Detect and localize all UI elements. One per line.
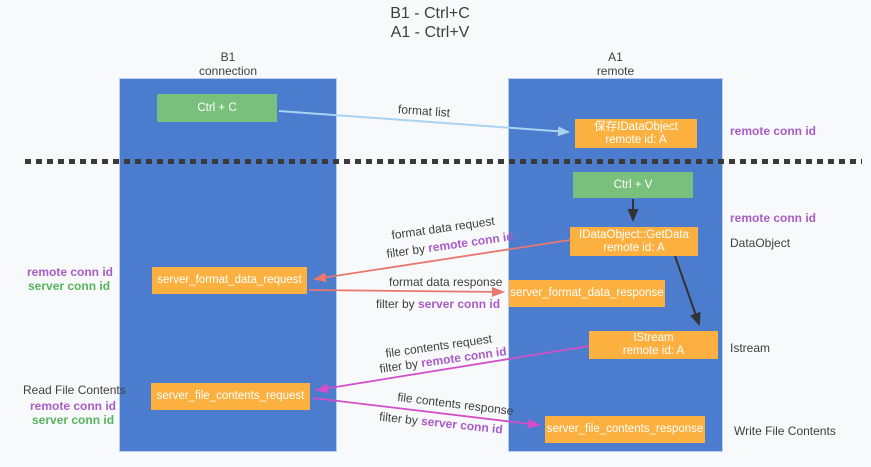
node-server-file-contents-request: server_file_contents_request <box>151 383 310 410</box>
node-server-file-contents-response-label: server_file_contents_response <box>546 423 704 435</box>
left-column-role: connection <box>198 64 258 78</box>
node-save-dataobject-line2: remote id: A <box>605 133 667 146</box>
label-format-data-response: format data response <box>389 275 503 289</box>
left-remote-conn-id-bottom: remote conn id <box>30 399 117 413</box>
title-line-1: B1 - Ctrl+C <box>390 5 470 22</box>
left-server-conn-id-bottom: server conn id <box>32 413 115 427</box>
node-idataobject-getdata-line1: IDataObject::GetData <box>579 228 689 241</box>
title-line-2: A1 - Ctrl+V <box>390 24 470 41</box>
node-idataobject-getdata: IDataObject::GetData remote id: A <box>570 227 698 256</box>
node-save-dataobject: 保存IDataObject remote id: A <box>575 119 697 148</box>
node-server-format-data-request: server_format_data_request <box>152 267 307 294</box>
right-write-file-contents: Write File Contents <box>734 424 836 438</box>
right-istream-label: Istream <box>730 341 771 355</box>
node-server-file-contents-response: server_file_contents_response <box>545 416 705 443</box>
node-ctrl-v: Ctrl + V <box>573 172 693 198</box>
node-ctrl-c: Ctrl + C <box>157 94 277 122</box>
right-column-role: remote <box>596 64 635 78</box>
filter-by-text: filter by <box>378 409 422 428</box>
node-server-format-data-response-label: server_format_data_response <box>510 287 664 299</box>
right-column-name: A1 <box>608 50 623 64</box>
node-ctrl-v-label: Ctrl + V <box>613 178 653 191</box>
dashed-separator-line <box>25 159 862 164</box>
right-remote-conn-id-mid: remote conn id <box>730 211 817 225</box>
server-conn-id-text: server conn id <box>418 297 501 311</box>
node-istream: IStream remote id: A <box>589 331 718 359</box>
arrow-format-data-response <box>308 286 505 297</box>
right-remote-conn-id-top: remote conn id <box>730 124 817 138</box>
filter-by-text: filter by <box>385 241 430 261</box>
node-server-format-data-request-label: server_format_data_request <box>157 274 302 286</box>
node-ctrl-c-label: Ctrl + C <box>197 101 237 114</box>
label-format-list: format list <box>397 102 451 120</box>
left-column-header: B1 connection <box>119 50 337 78</box>
node-save-dataobject-line1: 保存IDataObject <box>594 120 678 133</box>
node-server-format-data-response: server_format_data_response <box>509 280 665 307</box>
filter-by-text: filter by <box>378 356 423 376</box>
left-column-name: B1 <box>220 50 236 64</box>
node-istream-line1: IStream <box>633 332 674 344</box>
label-filter-by-server-1: filter by server conn id <box>376 297 500 311</box>
left-remote-conn-id-top: remote conn id <box>27 265 114 279</box>
node-istream-line2: remote id: A <box>622 345 685 357</box>
left-server-conn-id-top: server conn id <box>28 279 111 293</box>
node-server-file-contents-request-label: server_file_contents_request <box>156 390 305 402</box>
node-idataobject-getdata-line2: remote id: A <box>603 241 665 254</box>
left-read-file-contents: Read File Contents <box>23 383 126 397</box>
diagram-title: B1 - Ctrl+C A1 - Ctrl+V <box>0 4 860 42</box>
right-column-header: A1 remote <box>508 50 723 78</box>
server-conn-id-text: server conn id <box>420 413 504 437</box>
right-dataobject-label: DataObject <box>730 236 791 250</box>
filter-by-text: filter by <box>376 297 419 311</box>
